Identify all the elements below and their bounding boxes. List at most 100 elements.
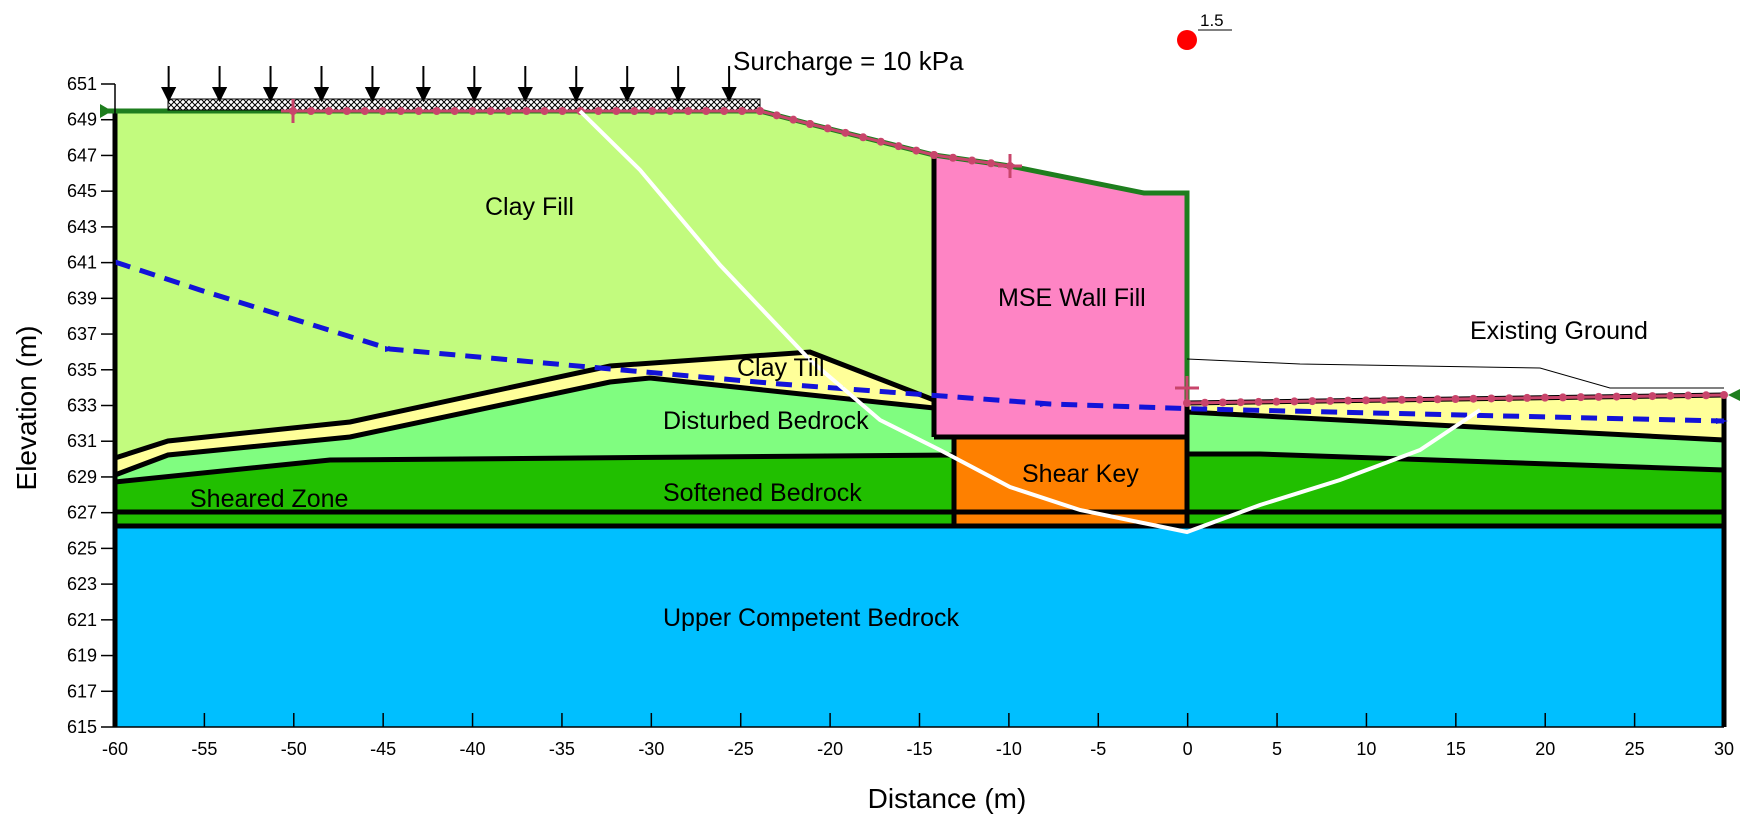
reinforcement-node: [1290, 397, 1299, 406]
sheared-zone-label: Sheared Zone: [190, 485, 348, 513]
y-tick-label: 625: [67, 538, 97, 558]
slip-center-marker: [1177, 30, 1197, 50]
reinforcement-node: [1433, 395, 1442, 404]
shear-key-label: Shear Key: [1022, 460, 1139, 488]
x-tick-label: -55: [191, 739, 217, 759]
mse-wall-fill-region: [934, 155, 1187, 437]
reinforcement-node: [468, 107, 477, 115]
reinforcement-node: [594, 107, 603, 115]
y-tick-label: 619: [67, 646, 97, 666]
x-tick-label: -15: [906, 739, 932, 759]
surcharge-arrow-head: [466, 87, 482, 103]
reinforcement-node: [1397, 395, 1406, 404]
x-tick-label: -25: [728, 739, 754, 759]
reinforcement-node: [1362, 396, 1370, 405]
reinforcement-node: [612, 107, 621, 115]
existing-ground-region: [1187, 395, 1724, 440]
slip-center-label: 1.5: [1200, 11, 1224, 30]
reinforcement-node: [1344, 396, 1353, 405]
x-tick-label: 10: [1356, 739, 1376, 759]
reinforcement-end-marker: [998, 154, 1022, 178]
reinforcement-node: [414, 107, 423, 115]
reinforcement-node: [1379, 396, 1388, 405]
reinforcement-node: [432, 107, 441, 115]
reinforcement-node: [504, 107, 513, 115]
reinforcement-node: [1576, 393, 1585, 402]
reinforcement-end-marker: [1175, 376, 1199, 400]
x-tick-label: -40: [460, 739, 486, 759]
y-tick-label: 641: [67, 253, 97, 273]
reinforcement-node: [324, 107, 333, 115]
surcharge-arrow-head: [313, 87, 330, 103]
mse-wall-fill-label: MSE Wall Fill: [998, 284, 1146, 312]
reinforcement-node: [648, 107, 657, 115]
reinforcement-node: [396, 107, 405, 115]
surcharge-arrow-head: [415, 87, 432, 103]
right-boundary-marker: [1728, 389, 1740, 401]
reinforcement-node: [1505, 394, 1514, 403]
reinforcement-node: [1558, 393, 1567, 402]
surcharge-arrow-head: [568, 87, 584, 103]
reinforcement-node: [912, 146, 921, 155]
surcharge-arrow-head: [619, 87, 635, 103]
reinforcement-node: [1487, 394, 1496, 403]
reinforcement-node: [987, 159, 995, 168]
reinforcement-node: [1308, 397, 1317, 406]
reinforcement-node: [806, 120, 814, 128]
reinforcement-node: [1200, 398, 1209, 407]
reinforcement-node: [1684, 391, 1693, 400]
reinforcement-node: [841, 128, 850, 137]
x-tick-label: -5: [1090, 739, 1106, 759]
x-tick-label: 25: [1625, 739, 1645, 759]
y-tick-label: 621: [67, 610, 97, 630]
reinforcement-node: [756, 107, 764, 115]
reinforcement-node: [1666, 391, 1675, 400]
left-boundary-marker: [100, 104, 112, 118]
surcharge-arrow-head: [161, 87, 177, 103]
y-tick-label: 645: [67, 181, 97, 201]
x-tick-label: 0: [1183, 739, 1193, 759]
x-tick-label: -30: [638, 739, 664, 759]
softened-bedrock-label: Softened Bedrock: [663, 479, 862, 507]
piezometric-line: [114, 259, 1725, 424]
reinforcement-node: [1236, 398, 1245, 407]
reinforcement-node: [789, 115, 798, 124]
upper-competent-bedrock-label: Upper Competent Bedrock: [663, 604, 959, 632]
x-tick-label: -35: [549, 739, 575, 759]
reinforcement-node: [1469, 394, 1478, 403]
y-tick-label: 635: [67, 360, 97, 380]
reinforcement-node: [1254, 397, 1263, 406]
surcharge-label: Surcharge = 10 kPa: [733, 46, 964, 76]
reinforcement-node: [876, 137, 885, 146]
reinforcement-node: [630, 107, 639, 115]
reinforcement-node: [738, 107, 747, 115]
reinforcement-node: [684, 107, 693, 115]
reinforcement-node: [1594, 392, 1603, 401]
reinforcement-node: [450, 107, 459, 115]
softened-bedrock-right-region: [1187, 454, 1724, 512]
surcharge-arrows: [161, 66, 737, 103]
clay-fill-label: Clay Fill: [485, 193, 574, 221]
y-axis: 6156176196216236256276296316336356376396…: [67, 74, 116, 737]
reinforcement-node: [522, 107, 531, 115]
reinforcement-node: [558, 107, 567, 115]
y-tick-label: 615: [67, 717, 97, 737]
reinforcement-node: [1612, 392, 1621, 401]
x-tick-label: -50: [281, 739, 307, 759]
x-tick-label: -45: [370, 739, 396, 759]
reinforcement-node: [772, 111, 781, 120]
x-tick-label: -60: [102, 739, 128, 759]
x-tick-label: 30: [1714, 739, 1734, 759]
reinforcement-node: [1183, 399, 1191, 407]
x-tick-label: 15: [1446, 739, 1466, 759]
bedrock-strip-region: [115, 512, 1724, 526]
x-tick-label: -20: [817, 739, 843, 759]
x-tick-label: -10: [996, 739, 1022, 759]
clay-fill-region: [115, 111, 934, 458]
reinforcement-node: [1702, 391, 1711, 400]
reinforcement-node: [859, 133, 868, 142]
x-tick-label: 20: [1535, 739, 1555, 759]
reinforcement-node: [486, 107, 495, 115]
